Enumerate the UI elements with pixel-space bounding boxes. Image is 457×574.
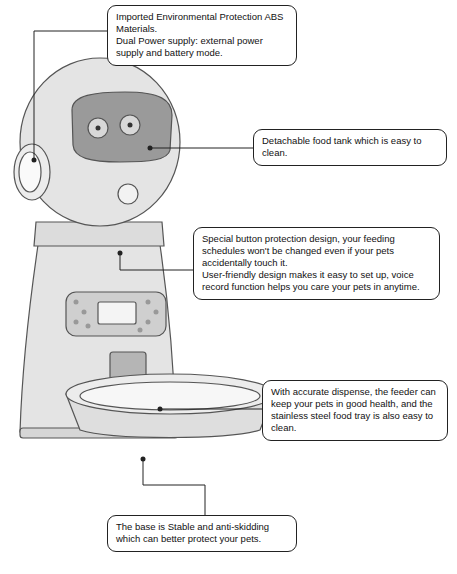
side-lid: [14, 144, 50, 200]
eye-right: [120, 115, 140, 135]
callout-text: Imported Environmental Protection ABS Ma…: [116, 11, 288, 35]
voice-button: [118, 184, 138, 204]
callout-box: With accurate dispense, the feeder can k…: [262, 380, 448, 441]
side-lid-window: [19, 152, 41, 192]
callout-box: The base is Stable and anti-skidding whi…: [107, 515, 297, 552]
lcd-screen: [98, 302, 136, 324]
callout-text: Dual Power supply: external power supply…: [116, 35, 288, 59]
callout-text: User-friendly design makes it easy to se…: [202, 269, 431, 293]
callout-box: Imported Environmental Protection ABS Ma…: [107, 5, 297, 66]
callout-text: The base is Stable and anti-skidding whi…: [116, 521, 288, 545]
control-panel: [66, 292, 166, 336]
eye-left: [88, 118, 108, 138]
callout-box: Special button protection design, your f…: [193, 227, 440, 300]
leader-dots: [32, 146, 163, 462]
feeder-head: [20, 58, 180, 226]
tray-rim: [66, 374, 274, 414]
face-panel: [72, 92, 172, 162]
callout-text: Special button protection design, your f…: [202, 233, 431, 269]
callout-box: Detachable food tank which is easy to cl…: [253, 129, 447, 166]
callout-text: With accurate dispense, the feeder can k…: [271, 386, 439, 434]
tray-bowl: [80, 382, 260, 410]
callout-text: Detachable food tank which is easy to cl…: [262, 135, 438, 159]
